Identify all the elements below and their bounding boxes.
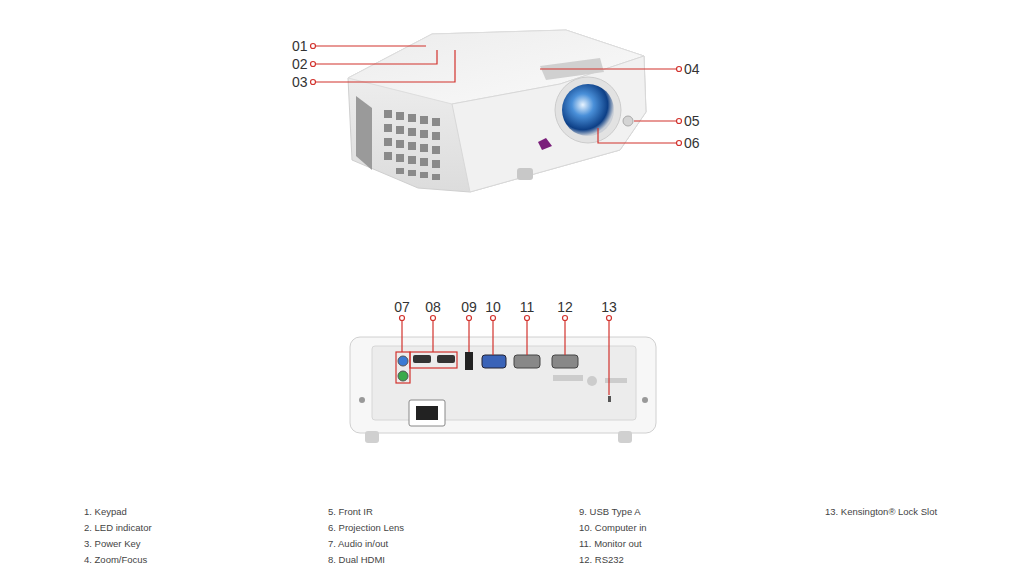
part-name: 11. Monitor out: [579, 538, 642, 549]
projector-rear-view: [350, 337, 656, 443]
callout-number: 07: [394, 299, 410, 315]
part-name: 9. USB Type A: [579, 506, 641, 517]
part-name: 10. Computer in: [579, 522, 647, 533]
callout-number: 11: [520, 299, 535, 315]
callout-number: 08: [425, 299, 441, 315]
callout-number: 05: [684, 113, 700, 129]
callout-number: 10: [485, 299, 501, 315]
callout-number: 02: [292, 56, 308, 72]
part-name: 13. Kensington® Lock Slot: [825, 506, 937, 517]
part-name: 7. Audio in/out: [328, 538, 388, 549]
leader-lines: [316, 46, 676, 395]
callout-number: 12: [557, 299, 573, 315]
part-name: 2. LED indicator: [84, 522, 152, 533]
part-name: 4. Zoom/Focus: [84, 554, 147, 565]
projector-front-view: [348, 30, 646, 192]
callout-number: 09: [461, 299, 477, 315]
part-name: 1. Keypad: [84, 506, 127, 517]
callout-number: 13: [601, 299, 617, 315]
leader-dots: [311, 44, 682, 321]
part-name: 8. Dual HDMI: [328, 554, 385, 565]
callout-number: 03: [292, 74, 308, 90]
callout-number: 01: [292, 38, 308, 54]
part-name: 12. RS232: [579, 554, 624, 565]
part-name: 3. Power Key: [84, 538, 141, 549]
callout-number: 06: [684, 135, 700, 151]
part-name: 6. Projection Lens: [328, 522, 404, 533]
callout-number: 04: [684, 61, 700, 77]
part-name: 5. Front IR: [328, 506, 373, 517]
